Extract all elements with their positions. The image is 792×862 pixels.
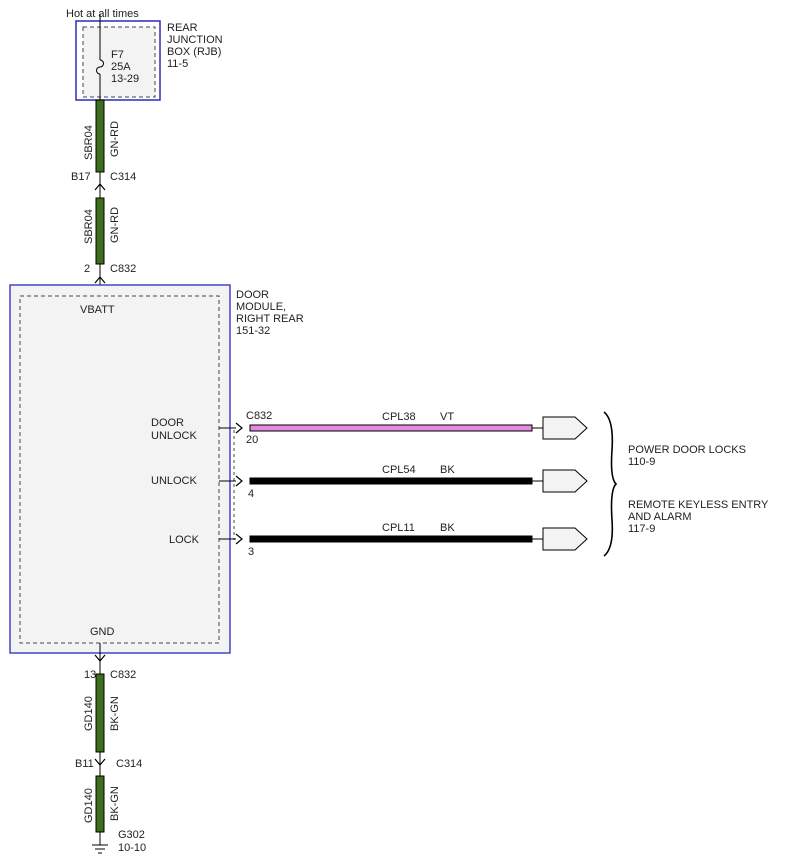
dest-power-door-locks-ref: 110-9 <box>628 456 655 468</box>
c832-top-pin: 2 <box>84 263 90 275</box>
output2-connector-icon <box>235 475 243 487</box>
dest-rke-line2: AND ALARM <box>628 511 692 523</box>
c314-top-pin: B17 <box>71 171 91 183</box>
fuse-icon <box>96 59 104 75</box>
wire-sbr04-top-circuit: SBR04 <box>83 125 95 160</box>
dest-rke-ref: 117-9 <box>628 523 655 535</box>
fuse-name: F7 <box>111 49 124 61</box>
fuse-ref: 13-29 <box>111 73 139 85</box>
c832-top-name: C832 <box>110 263 136 275</box>
ground-ref: 10-10 <box>118 842 146 854</box>
c314-top-name: C314 <box>110 171 136 183</box>
fuse-amps: 25A <box>111 61 131 73</box>
output-unlock-label: UNLOCK <box>151 475 198 487</box>
c832-bottom-name: C832 <box>110 669 136 681</box>
dest-rke-line1: REMOTE KEYLESS ENTRY <box>628 499 769 511</box>
c832-top-connector-icon <box>94 276 106 284</box>
output1-pin: 20 <box>246 434 258 446</box>
output-lock-label: LOCK <box>169 534 200 546</box>
wire-cpl11-color: BK <box>440 522 455 534</box>
door-module-frame <box>9 284 231 654</box>
c314-bottom-pin: B11 <box>75 758 94 770</box>
door-module-ref: 151-32 <box>236 325 270 337</box>
vbatt-label: VBATT <box>80 304 115 316</box>
wire-cpl38-color: VT <box>440 411 454 423</box>
rjb-inner <box>82 26 156 98</box>
output3-pin: 3 <box>248 546 254 558</box>
c314-bottom-name: C314 <box>116 758 142 770</box>
ground-icon <box>92 844 108 854</box>
door-module-title-line2: MODULE, <box>236 301 286 313</box>
door-module-title-line3: RIGHT REAR <box>236 313 304 325</box>
output-door-unlock-line1: DOOR <box>151 417 184 429</box>
wire-sbr04-top-color: GN-RD <box>109 121 121 157</box>
wire-cpl54 <box>249 477 533 485</box>
c832-bottom-connector-icon <box>94 654 106 662</box>
door-module-title-line1: DOOR <box>236 289 269 301</box>
c314-bottom-connector-icon <box>94 758 106 766</box>
output-door-unlock-line2: UNLOCK <box>151 430 198 442</box>
wire-gd140-top <box>95 673 105 753</box>
wire-gd140-bottom-color: BK-GN <box>109 786 121 821</box>
c314-top-connector-icon <box>94 183 106 191</box>
rjb-title-line2: JUNCTION <box>167 34 223 46</box>
gnd-label: GND <box>90 626 115 638</box>
dest-power-door-locks: POWER DOOR LOCKS <box>628 444 746 456</box>
output3-destination-arrow-icon <box>542 527 588 551</box>
ground-name: G302 <box>118 829 145 841</box>
output2-pin: 4 <box>248 488 254 500</box>
output1-destination-arrow-icon <box>542 416 588 440</box>
wire-cpl38-circuit: CPL38 <box>382 411 416 423</box>
wire-cpl54-color: BK <box>440 464 455 476</box>
wire-sbr04-mid <box>95 197 105 265</box>
door-module-inner <box>19 295 220 644</box>
wire-cpl54-circuit: CPL54 <box>382 464 416 476</box>
c832-bottom-pin: 13 <box>84 669 96 681</box>
output3-connector-icon <box>235 533 243 545</box>
hot-at-all-times-label: Hot at all times <box>66 8 139 20</box>
rjb-ref: 11-5 <box>167 58 188 70</box>
wire-gd140-top-color: BK-GN <box>109 696 121 731</box>
output2-destination-arrow-icon <box>542 469 588 493</box>
wire-cpl38 <box>249 424 533 432</box>
wire-sbr04-mid-color: GN-RD <box>109 207 121 243</box>
wire-cpl11 <box>249 535 533 543</box>
rjb-frame <box>75 20 161 101</box>
rjb-title-line1: REAR <box>167 22 198 34</box>
output1-connector-icon <box>235 422 243 434</box>
wire-sbr04-mid-circuit: SBR04 <box>83 209 95 244</box>
rjb-title-line3: BOX (RJB) <box>167 46 221 58</box>
c832-right-name: C832 <box>246 410 272 422</box>
wire-gd140-bottom-circuit: GD140 <box>83 788 95 823</box>
wire-gd140-bottom <box>95 775 105 833</box>
wire-gd140-top-circuit: GD140 <box>83 696 95 731</box>
wire-cpl11-circuit: CPL11 <box>382 522 415 534</box>
wire-sbr04-top <box>95 99 105 173</box>
destination-brace <box>603 411 618 557</box>
